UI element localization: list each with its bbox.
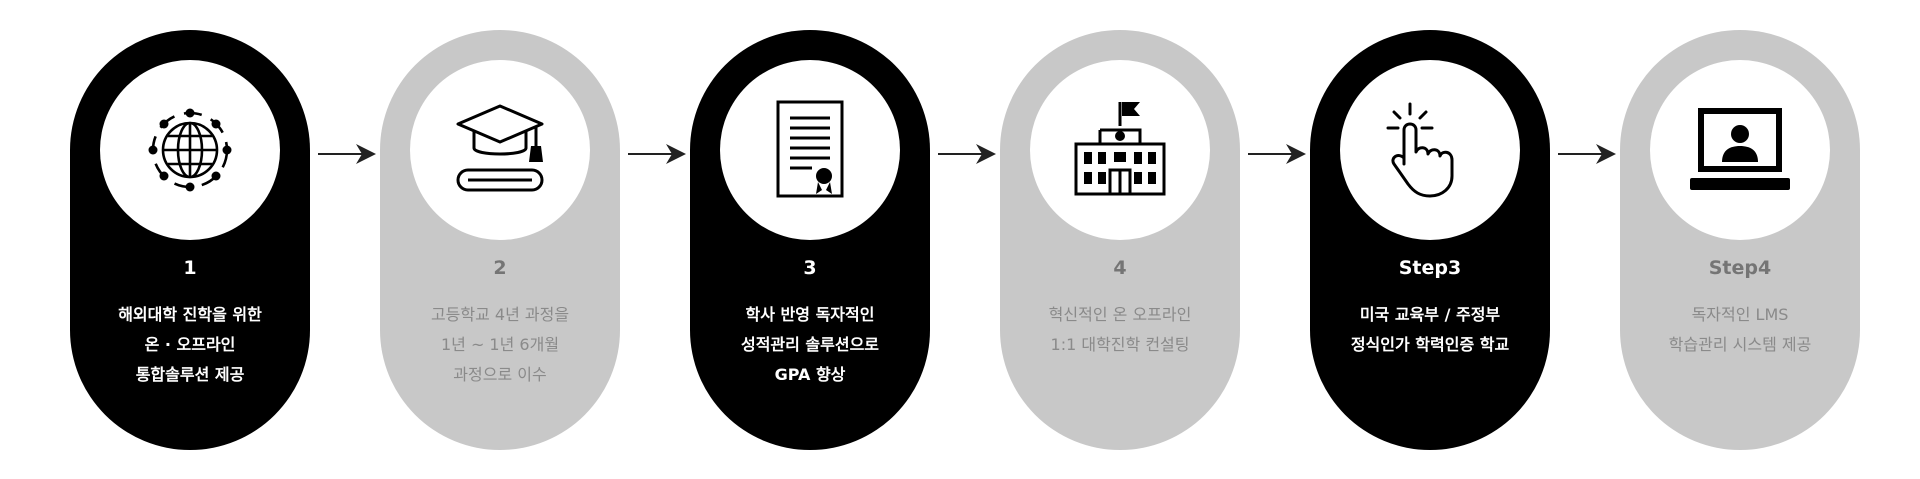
arrow-right-icon bbox=[1248, 144, 1306, 164]
step-6-number: Step4 bbox=[1708, 257, 1772, 279]
step-5-line-2: 정식인가 학력인증 학교 bbox=[1350, 335, 1510, 354]
step-4-card: 4 혁신적인 온 오프라인 1:1 대학진학 컨설팅 bbox=[1000, 30, 1240, 450]
step-3-description: 학사 반영 독자적인 성적관리 솔루션으로 GPA 향상 bbox=[704, 300, 916, 390]
step-1-icon-circle bbox=[100, 60, 280, 240]
laptop-user-icon bbox=[1690, 108, 1790, 190]
step-2-description: 고등학교 4년 과정을 1년 ~ 1년 6개월 과정으로 이수 bbox=[394, 300, 606, 390]
step-1-line-1: 해외대학 진학을 위한 bbox=[118, 305, 262, 324]
step-5-line-1: 미국 교육부 / 주정부 bbox=[1359, 305, 1501, 324]
step-5-icon-circle bbox=[1340, 60, 1520, 240]
step-3-icon-circle bbox=[720, 60, 900, 240]
step-3-line-3: GPA 향상 bbox=[774, 365, 846, 384]
step-2-card: 2 고등학교 4년 과정을 1년 ~ 1년 6개월 과정으로 이수 bbox=[380, 30, 620, 450]
step-5-description: 미국 교육부 / 주정부 정식인가 학력인증 학교 bbox=[1324, 300, 1536, 360]
step-5-number: Step3 bbox=[1398, 257, 1462, 279]
step-6-card: Step4 독자적인 LMS 학습관리 시스템 제공 bbox=[1620, 30, 1860, 450]
pointer-hand-icon bbox=[1386, 102, 1454, 198]
step-3-card: 3 학사 반영 독자적인 성적관리 솔루션으로 GPA 향상 bbox=[690, 30, 930, 450]
step-4-line-2: 1:1 대학진학 컨설팅 bbox=[1050, 335, 1190, 354]
arrow-right-icon bbox=[318, 144, 376, 164]
step-6-description: 독자적인 LMS 학습관리 시스템 제공 bbox=[1634, 300, 1846, 360]
graduation-cap-icon bbox=[456, 104, 544, 192]
step-4-number: 4 bbox=[1113, 257, 1127, 279]
step-6-icon-circle bbox=[1650, 60, 1830, 240]
step-4-icon-circle bbox=[1030, 60, 1210, 240]
step-1-card: 1 해외대학 진학을 위한 온 · 오프라인 통합솔루션 제공 bbox=[70, 30, 310, 450]
step-2-line-3: 과정으로 이수 bbox=[453, 365, 547, 384]
step-2-number: 2 bbox=[493, 257, 507, 279]
step-3-line-2: 성적관리 솔루션으로 bbox=[740, 335, 880, 354]
step-2-line-2: 1년 ~ 1년 6개월 bbox=[440, 335, 560, 354]
arrow-right-icon bbox=[938, 144, 996, 164]
arrow-right-icon bbox=[628, 144, 686, 164]
step-2-icon-circle bbox=[410, 60, 590, 240]
certificate-icon bbox=[776, 100, 844, 198]
step-2-line-1: 고등학교 4년 과정을 bbox=[430, 305, 570, 324]
step-3-number: 3 bbox=[803, 257, 817, 279]
arrow-right-icon bbox=[1558, 144, 1616, 164]
step-3-line-1: 학사 반영 독자적인 bbox=[745, 305, 875, 324]
step-1-description: 해외대학 진학을 위한 온 · 오프라인 통합솔루션 제공 bbox=[84, 300, 296, 390]
school-building-icon bbox=[1074, 102, 1166, 196]
step-6-line-2: 학습관리 시스템 제공 bbox=[1668, 335, 1812, 354]
step-4-line-1: 혁신적인 온 오프라인 bbox=[1048, 305, 1192, 324]
step-1-line-3: 통합솔루션 제공 bbox=[135, 365, 245, 384]
step-4-description: 혁신적인 온 오프라인 1:1 대학진학 컨설팅 bbox=[1014, 300, 1226, 360]
step-1-number: 1 bbox=[183, 257, 197, 279]
step-1-line-2: 온 · 오프라인 bbox=[144, 335, 236, 354]
globe-network-icon bbox=[148, 108, 232, 192]
step-6-line-1: 독자적인 LMS bbox=[1691, 305, 1789, 324]
step-5-card: Step3 미국 교육부 / 주정부 정식인가 학력인증 학교 bbox=[1310, 30, 1550, 450]
